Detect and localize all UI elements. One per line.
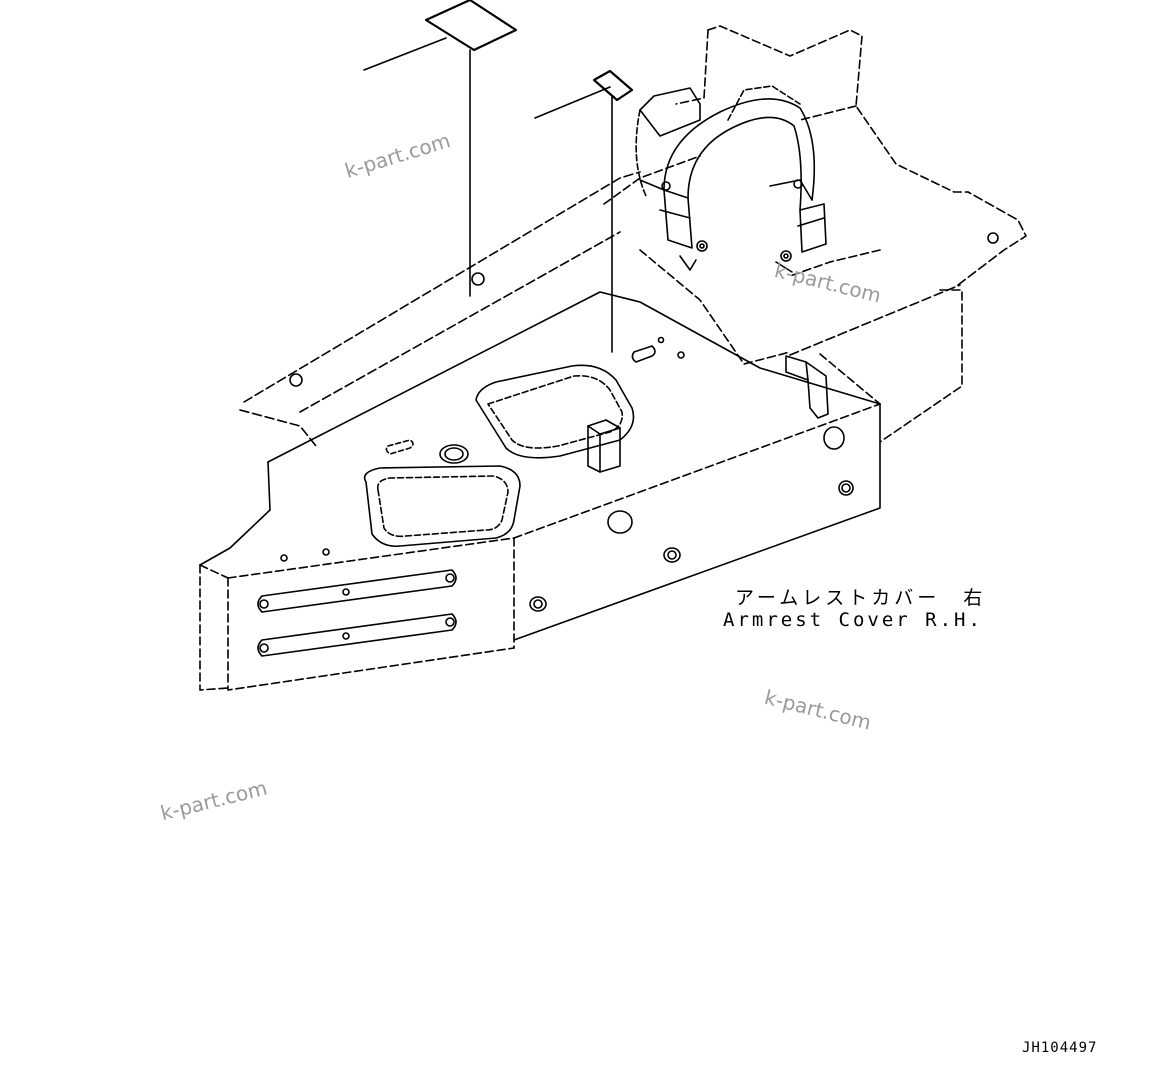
top-opening-rear [475, 364, 635, 459]
top-holes [280, 336, 685, 562]
front-slot-upper [257, 569, 457, 613]
armrest-cover-top [199, 291, 881, 641]
armrest-base-plate [239, 171, 1027, 447]
decal-callout-1 [363, 0, 518, 297]
top-opening-front [363, 465, 521, 548]
seat-frame [603, 25, 969, 443]
part-label-japanese: アームレストカバー 右 [735, 587, 987, 609]
armrest-cover-front [199, 403, 881, 691]
mount-hole [289, 373, 303, 387]
front-slot-lower [257, 613, 457, 657]
mount-hole [471, 272, 485, 286]
side-holes [529, 426, 854, 612]
part-label-english: Armrest Cover R.H. [723, 609, 983, 631]
drawing-number: JH104497 [1022, 1040, 1098, 1056]
decal-callout-2 [534, 69, 634, 353]
hinge-bracket [785, 355, 829, 419]
switch-block [587, 419, 621, 473]
grab-handle [635, 85, 827, 273]
mount-hole [987, 232, 999, 244]
